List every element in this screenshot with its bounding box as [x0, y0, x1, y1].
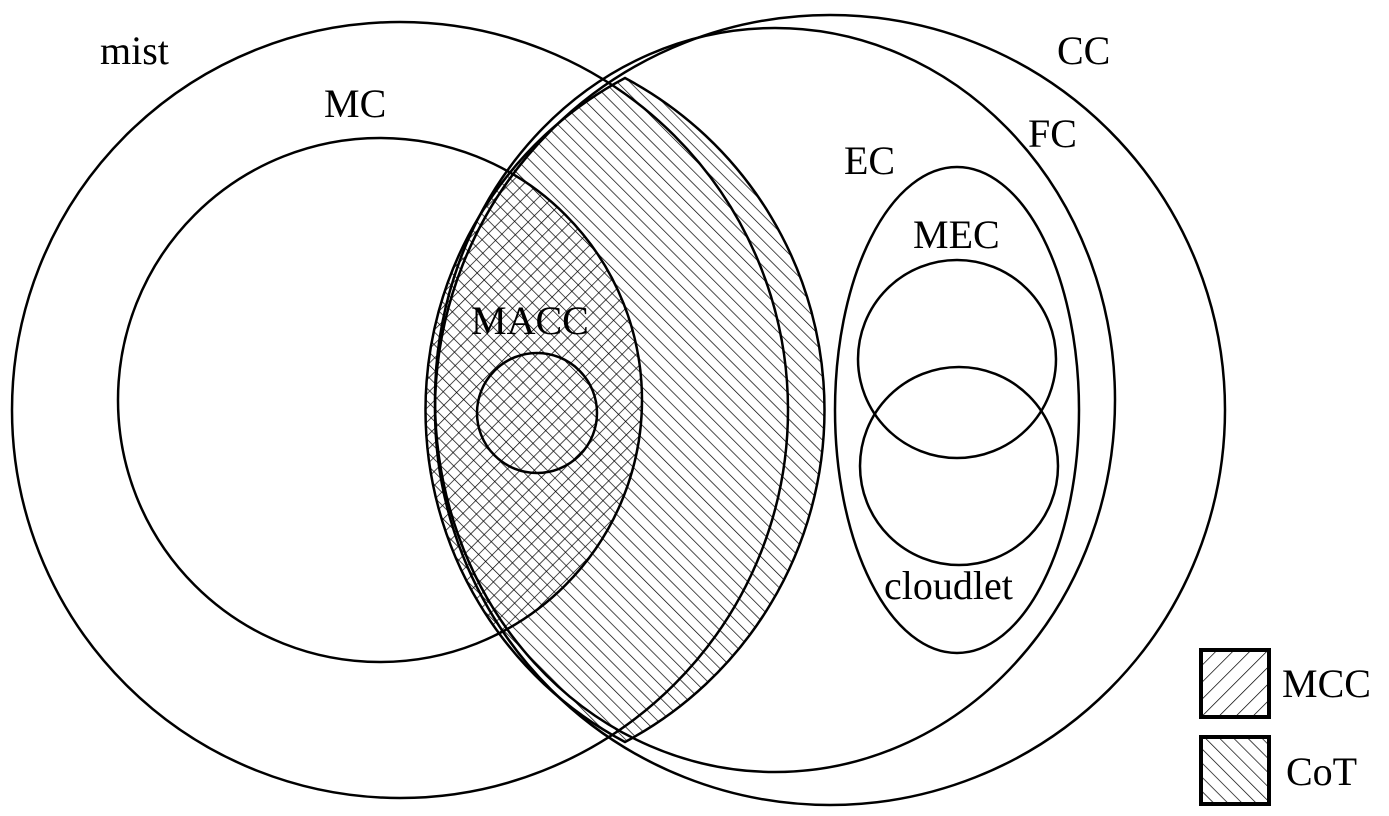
legend-swatch-cot: [1199, 735, 1271, 806]
legend-label-cot: CoT: [1286, 749, 1357, 794]
legend: MCC CoT: [1199, 648, 1371, 806]
label-cc: CC: [1057, 28, 1110, 73]
mec-circle: [856, 258, 1058, 460]
label-mec: MEC: [913, 212, 1000, 257]
label-macc: MACC: [471, 298, 589, 343]
fc-circle: [433, 26, 1117, 774]
label-ec: EC: [844, 138, 895, 183]
label-mist: mist: [100, 28, 169, 73]
ec-ellipse: [833, 165, 1081, 655]
label-fc: FC: [1028, 111, 1077, 156]
macc-lens-boundary: [424, 76, 826, 744]
mcc-region: [425, 138, 642, 662]
legend-swatch-mcc: [1199, 648, 1271, 719]
label-mc: MC: [324, 81, 386, 126]
label-cloudlet: cloudlet: [884, 563, 1013, 608]
legend-label-mcc: MCC: [1282, 661, 1371, 706]
mist-circle: [10, 20, 790, 800]
macc-circle: [475, 351, 599, 475]
cloudlet-circle: [858, 365, 1060, 567]
mc-circle: [116, 136, 644, 664]
